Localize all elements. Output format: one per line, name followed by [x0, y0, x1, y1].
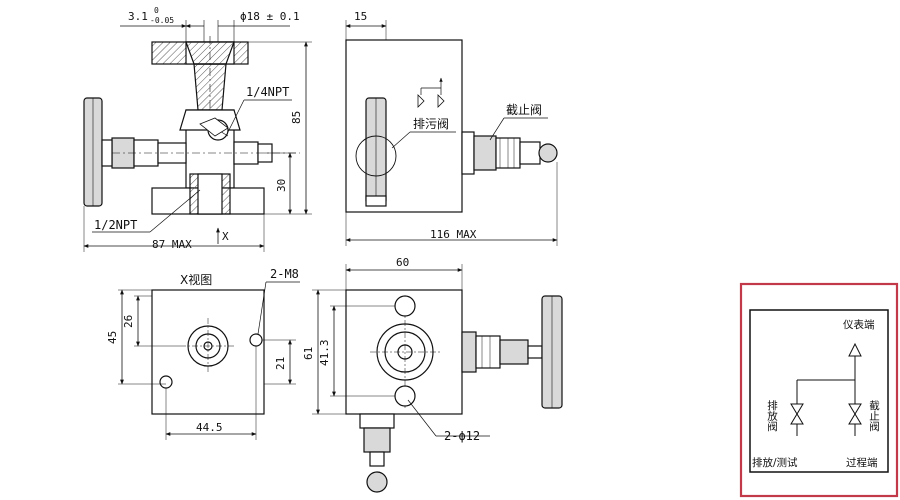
dim-60: 60: [396, 256, 409, 269]
dim-30: 30: [275, 179, 288, 192]
dim-phi18: ϕ18 ± 0.1: [240, 10, 300, 23]
label-stop-valve: 截止阀: [506, 103, 542, 117]
dim-tol-up: 0: [154, 6, 159, 15]
dim-41-3: 41.3: [318, 340, 331, 367]
valve-schematic: 仪表端 排放阀 截止阀 排放/测试 过程端: [739, 282, 899, 498]
dim-26: 26: [122, 315, 135, 328]
side-view: [345, 20, 558, 246]
x-view: [118, 281, 300, 440]
label-1-2npt: 1/2NPT: [94, 218, 137, 232]
drain-valve-icon: [790, 403, 804, 415]
dim-85: 85: [290, 111, 303, 124]
dim-45: 45: [106, 331, 119, 344]
front-view: [312, 264, 563, 493]
dim-44-5: 44.5: [196, 421, 223, 434]
schematic-drain-test: 排放/测试: [752, 456, 798, 469]
label-2-m8: 2-M8: [270, 267, 299, 281]
x-view-title: X视图: [180, 272, 212, 287]
view-x-marker: X: [222, 230, 229, 243]
schematic-drain-valve: 排放阀: [766, 399, 778, 432]
label-1-4npt: 1/4NPT: [246, 85, 289, 99]
dim-116-max: 116 MAX: [430, 228, 477, 241]
top-left-elevation-view: [83, 20, 312, 252]
dim-61: 61: [302, 347, 315, 360]
schematic-instrument-end: 仪表端: [843, 318, 875, 331]
dim-15: 15: [354, 10, 367, 23]
label-drain-valve: 排污阀: [413, 117, 449, 131]
label-2-phi12: 2-ϕ12: [444, 429, 480, 443]
dim-21: 21: [274, 357, 287, 370]
dim-tol-down: -0.05: [150, 16, 174, 25]
schematic-process-end: 过程端: [846, 456, 878, 469]
dim-3-1: 3.1: [128, 10, 148, 23]
dim-87-max: 87 MAX: [152, 238, 192, 251]
stop-valve-icon: [848, 403, 862, 415]
schematic-inner-frame: [749, 309, 889, 473]
schematic-stop-valve: 截止阀: [868, 399, 880, 432]
